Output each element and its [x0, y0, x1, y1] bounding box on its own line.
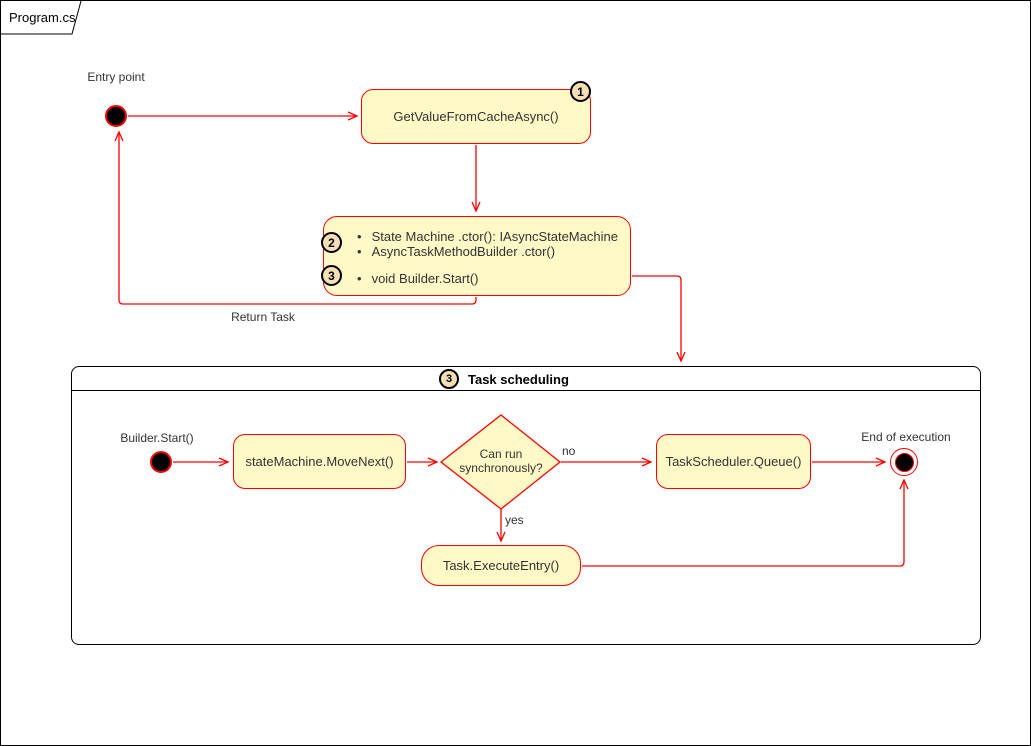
bullet-item: • AsyncTaskMethodBuilder .ctor() — [357, 244, 555, 259]
badge-2[interactable]: 2 — [321, 232, 342, 253]
badge-1[interactable]: 1 — [570, 81, 591, 102]
task-scheduling-container[interactable]: 3 Task scheduling — [71, 366, 981, 645]
page-tab-shape — [1, 1, 82, 35]
entry-initial-state[interactable] — [105, 105, 127, 127]
node-state-machine-builder[interactable]: • State Machine .ctor(): IAsyncStateMach… — [323, 216, 631, 296]
bullet-item: • State Machine .ctor(): IAsyncStateMach… — [357, 229, 618, 244]
bullet-icon: • — [357, 244, 362, 259]
node-task-scheduler-queue[interactable]: TaskScheduler.Queue() — [656, 434, 811, 489]
container-header: 3 Task scheduling — [72, 367, 980, 391]
edge-builder-to-container[interactable] — [632, 275, 686, 363]
page-tab[interactable]: Program.cs — [1, 1, 77, 34]
bullet-text: State Machine .ctor(): IAsyncStateMachin… — [371, 229, 618, 244]
bullet-text: AsyncTaskMethodBuilder .ctor() — [371, 244, 556, 259]
final-state-inner — [894, 452, 914, 472]
node-task-execute-entry[interactable]: Task.ExecuteEntry() — [421, 545, 581, 586]
edge-execute-to-end[interactable] — [582, 478, 909, 567]
bullet-icon: • — [357, 229, 362, 244]
node-label: Task.ExecuteEntry() — [442, 558, 560, 573]
node-label: GetValueFromCacheAsync() — [393, 109, 559, 124]
yes-branch-label: yes — [505, 513, 524, 527]
decision-label: Can run synchronously? — [459, 447, 543, 475]
inner-initial-state[interactable] — [150, 451, 172, 473]
bullet-icon: • — [357, 271, 362, 286]
badge-3[interactable]: 3 — [321, 265, 342, 286]
return-task-label: Return Task — [231, 310, 295, 324]
node-state-machine-move-next[interactable]: stateMachine.MoveNext() — [233, 434, 406, 489]
container-title: Task scheduling — [468, 371, 569, 387]
node-label: TaskScheduler.Queue() — [665, 454, 802, 469]
no-branch-label: no — [562, 444, 576, 458]
final-state[interactable] — [890, 448, 918, 476]
badge-3-header[interactable]: 3 — [439, 369, 459, 389]
bullet-item: • void Builder.Start() — [357, 271, 479, 286]
decision-diamond[interactable] — [439, 414, 562, 510]
builder-start-label: Builder.Start() — [120, 431, 194, 445]
end-of-execution-label: End of execution — [861, 430, 951, 444]
node-get-value-from-cache-async[interactable]: GetValueFromCacheAsync() — [361, 89, 591, 144]
page-tab-label: Program.cs — [9, 10, 76, 25]
entry-point-label: Entry point — [87, 70, 145, 84]
edge-return-task[interactable] — [114, 130, 477, 305]
bullet-text: void Builder.Start() — [371, 271, 479, 286]
node-label: stateMachine.MoveNext() — [245, 454, 394, 469]
